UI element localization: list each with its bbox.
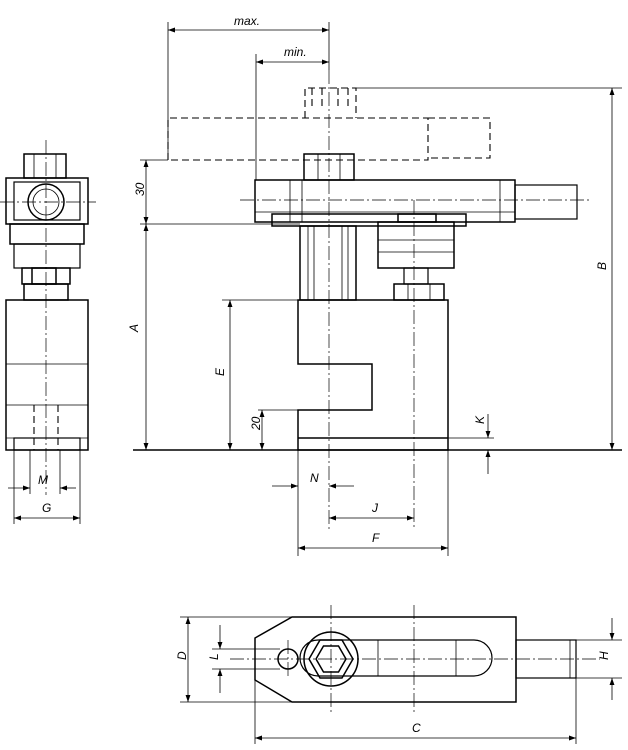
label-a: A <box>127 324 141 333</box>
label-d: D <box>175 651 189 660</box>
top-view: D L H C <box>175 605 622 744</box>
side-view: M G <box>0 140 96 524</box>
base-block <box>297 299 449 451</box>
label-h: H <box>597 651 611 660</box>
label-c: C <box>412 721 421 735</box>
label-min: min. <box>284 45 307 59</box>
support-knob <box>377 221 455 301</box>
label-l: L <box>207 653 221 660</box>
label-m: M <box>38 473 48 487</box>
threaded-stud <box>299 225 357 301</box>
label-k: K <box>473 415 487 424</box>
label-e: E <box>213 367 227 376</box>
label-20: 20 <box>249 416 263 431</box>
label-b: B <box>595 262 609 270</box>
label-max: max. <box>234 14 260 28</box>
label-j: J <box>371 501 379 515</box>
label-g: G <box>42 501 51 515</box>
label-30: 30 <box>133 182 147 196</box>
clamp-arm <box>254 153 578 227</box>
label-f: F <box>372 531 380 545</box>
front-view: max. min. 30 A B E 20 K N J F <box>127 14 622 556</box>
label-n: N <box>310 471 319 485</box>
